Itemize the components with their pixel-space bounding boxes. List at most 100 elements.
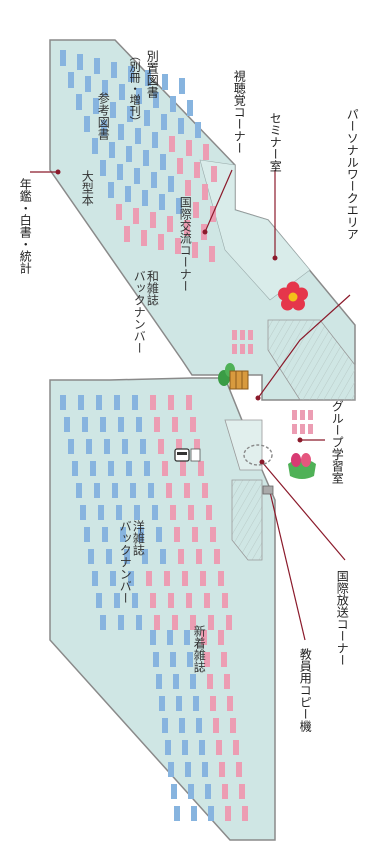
leader-copier [269, 491, 306, 641]
pink-shelf [248, 330, 253, 340]
pink-shelf [198, 461, 204, 476]
pink-shelf [168, 593, 174, 608]
blue-shelf [170, 652, 176, 667]
pink-shelf [240, 344, 245, 354]
blue-shelf [156, 674, 162, 689]
pink-shelf [207, 674, 213, 689]
blue-shelf [205, 784, 211, 799]
pink-shelf [154, 417, 160, 432]
leader-lines [30, 169, 351, 641]
blue-shelf [143, 150, 149, 166]
pink-shelf [208, 615, 214, 630]
blue-shelf [110, 571, 116, 586]
pink-shelf [172, 417, 178, 432]
blue-shelf [60, 50, 66, 66]
pink-shelf [188, 505, 194, 520]
pink-shelf [248, 344, 253, 354]
pink-shelf [186, 395, 192, 410]
blue-shelf [118, 417, 124, 432]
blue-shelf [98, 505, 104, 520]
blue-shelf [76, 94, 82, 110]
blue-shelf [165, 740, 171, 755]
label-annex-books-sub: （別冊・増刊） [128, 50, 142, 127]
pink-shelf [177, 158, 183, 174]
blue-shelf [162, 74, 168, 90]
pink-shelf [116, 204, 122, 220]
blue-shelf [174, 806, 180, 821]
pink-shelf [209, 246, 215, 262]
blue-shelf [100, 160, 106, 176]
blue-shelf [134, 168, 140, 184]
pink-shelf [162, 461, 168, 476]
blue-shelf [152, 132, 158, 148]
leader-personal-work [257, 294, 351, 399]
blue-shelf [119, 84, 125, 100]
blue-shelf [68, 439, 74, 454]
blue-shelf [156, 527, 162, 542]
pink-shelf [170, 505, 176, 520]
blue-shelf [90, 461, 96, 476]
blue-shelf [159, 194, 165, 210]
blue-shelf [126, 461, 132, 476]
blue-shelf [182, 740, 188, 755]
blue-shelf [112, 483, 118, 498]
pink-shelf [158, 234, 164, 250]
label-personal-work-area: パーソナルワークエリア [345, 108, 360, 240]
leader-broadcast [261, 461, 346, 561]
book-cart-icon [174, 448, 201, 462]
pink-shelf [150, 593, 156, 608]
blue-shelf [60, 395, 66, 410]
pink-shelf [184, 220, 190, 236]
pink-shelf [230, 718, 236, 733]
pink-shelf [192, 527, 198, 542]
blue-shelf [94, 483, 100, 498]
pink-shelf [236, 762, 242, 777]
blue-shelf [108, 182, 114, 198]
pink-shelf [203, 144, 209, 160]
pink-shelf [133, 208, 139, 224]
blue-shelf [160, 154, 166, 170]
pink-shelf [300, 410, 305, 420]
blue-shelf [125, 186, 131, 202]
blue-shelf [150, 630, 156, 645]
pink-shelf [193, 202, 199, 218]
pink-shelf [225, 806, 231, 821]
blue-shelf [101, 120, 107, 136]
pink-shelf [210, 696, 216, 711]
blue-shelf [140, 439, 146, 454]
pink-shelf [213, 718, 219, 733]
pink-shelf [146, 571, 152, 586]
blue-shelf [92, 138, 98, 154]
pink-shelf [214, 549, 220, 564]
pink-shelf [219, 762, 225, 777]
copier-icon [262, 485, 274, 495]
blue-shelf [114, 395, 120, 410]
blue-shelf [185, 762, 191, 777]
pink-shelf [221, 652, 227, 667]
blue-shelf [193, 696, 199, 711]
pink-shelf [292, 424, 297, 434]
blue-shelf [142, 190, 148, 206]
blue-shelf [88, 549, 94, 564]
blue-shelf [148, 483, 154, 498]
pink-shelf [308, 424, 313, 434]
label-intl-broadcast: 国際放送コーナー [335, 570, 350, 666]
blue-shelf [68, 72, 74, 88]
label-new-magazines: 新着雑誌 [192, 625, 207, 673]
blue-shelf [128, 571, 134, 586]
blue-shelf [80, 505, 86, 520]
lower-hatch-block [231, 479, 263, 561]
pink-shelf [232, 344, 237, 354]
blue-shelf [130, 483, 136, 498]
blue-shelf [110, 102, 116, 118]
blue-shelf [132, 593, 138, 608]
pink-shelf [233, 740, 239, 755]
label-japanese-back-numbers: 和雑誌 バックナンバー [132, 270, 160, 354]
blue-shelf [85, 76, 91, 92]
pink-shelf [158, 439, 164, 454]
blue-shelf [126, 146, 132, 162]
blue-shelf [64, 417, 70, 432]
pink-shelf [182, 571, 188, 586]
blue-shelf [151, 172, 157, 188]
